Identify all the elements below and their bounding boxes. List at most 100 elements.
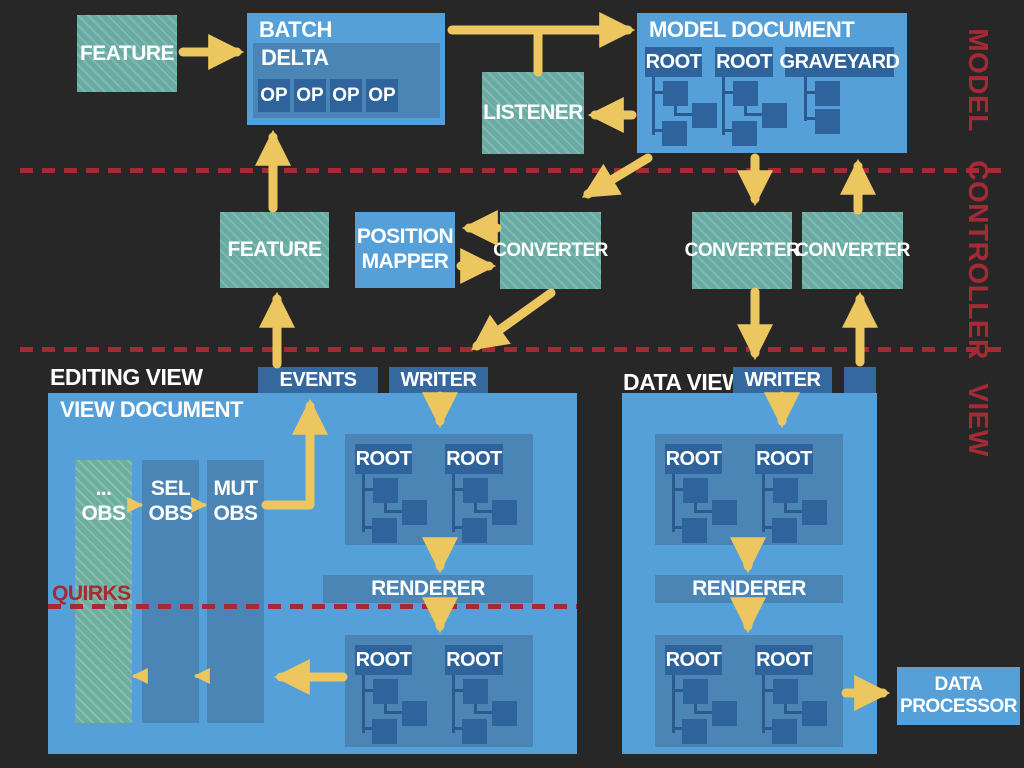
- node-tree: [797, 77, 877, 147]
- tree-connector: [674, 106, 677, 116]
- tree-connector: [762, 675, 765, 733]
- tree-node: [802, 701, 827, 726]
- editing-renderer-box: RENDERER: [323, 575, 533, 603]
- tree-node: [373, 679, 398, 704]
- tree-connector: [452, 474, 455, 532]
- node-tree: [665, 675, 745, 745]
- tree-node: [773, 478, 798, 503]
- node-tree: [755, 474, 835, 544]
- lane-label-view: VIEW: [963, 383, 994, 457]
- position-mapper-box: POSITION MAPPER: [355, 212, 455, 288]
- tree-node: [682, 719, 707, 744]
- tree-connector: [384, 704, 387, 714]
- tree-connector: [672, 689, 683, 692]
- tree-node: [662, 121, 687, 146]
- listener-box: LISTENER: [482, 72, 584, 154]
- tree-connector: [474, 704, 477, 714]
- tree-connector: [722, 77, 725, 135]
- tree-node: [462, 719, 487, 744]
- tree-node: [372, 719, 397, 744]
- tree-connector: [452, 727, 463, 730]
- tree-connector: [784, 704, 787, 714]
- root-label: ROOT: [755, 444, 813, 474]
- tree-connector: [784, 503, 787, 513]
- tree-node: [815, 81, 840, 106]
- tree-node: [802, 500, 827, 525]
- data-upper-roots-container: ROOT ROOT: [655, 434, 843, 545]
- tree-node: [712, 500, 737, 525]
- tree-connector: [452, 675, 455, 733]
- tree-connector: [694, 510, 713, 513]
- tree-node: [492, 701, 517, 726]
- tree-connector: [452, 689, 463, 692]
- model-root-label: ROOT: [645, 47, 702, 77]
- node-tree: [755, 675, 835, 745]
- observer-column-obs: ... OBS: [75, 460, 132, 723]
- tree-connector: [672, 526, 683, 529]
- batch-box: BATCH DELTA OP OP OP OP: [247, 13, 445, 125]
- tree-node: [772, 518, 797, 543]
- tree-node: [682, 518, 707, 543]
- model-root-label: ROOT: [715, 47, 773, 77]
- tree-connector: [722, 91, 733, 94]
- editing-view-heading: EDITING VIEW: [50, 364, 203, 390]
- root-label: ROOT: [445, 444, 503, 474]
- tree-connector: [474, 711, 493, 714]
- tree-node: [402, 701, 427, 726]
- tree-node: [373, 478, 398, 503]
- node-tree: [665, 474, 745, 544]
- tree-connector: [362, 526, 373, 529]
- view-document-title: VIEW DOCUMENT: [60, 397, 243, 422]
- tree-connector: [652, 77, 655, 135]
- controller-view-divider: [20, 347, 1008, 352]
- tree-connector: [762, 727, 773, 730]
- tree-node: [762, 103, 787, 128]
- data-renderer-box: RENDERER: [655, 575, 843, 603]
- tree-connector: [474, 503, 477, 513]
- data-processor-box: DATA PROCESSOR: [897, 667, 1020, 725]
- tree-connector: [384, 711, 403, 714]
- model-controller-divider: [20, 168, 1008, 173]
- tree-node: [463, 679, 488, 704]
- op-box: OP: [330, 79, 362, 112]
- root-label: ROOT: [665, 645, 722, 675]
- node-tree: [645, 77, 725, 147]
- batch-title: BATCH: [259, 17, 332, 42]
- tree-connector: [362, 675, 365, 733]
- tree-node: [773, 679, 798, 704]
- tree-connector: [362, 689, 373, 692]
- node-tree: [445, 675, 525, 745]
- tree-node: [663, 81, 688, 106]
- lane-label-controller: CONTROLLER: [963, 160, 994, 360]
- tree-node: [402, 500, 427, 525]
- tree-connector: [762, 488, 773, 491]
- data-view-heading: DATA VIEW: [623, 369, 744, 395]
- tree-connector: [474, 510, 493, 513]
- root-label: ROOT: [445, 645, 503, 675]
- op-box: OP: [294, 79, 326, 112]
- controller-feature-box: FEATURE: [220, 212, 329, 288]
- events-tab: EVENTS: [258, 367, 378, 393]
- tree-connector: [672, 474, 675, 532]
- observer-column-mut-obs: MUT OBS: [207, 460, 264, 723]
- tree-connector: [694, 704, 697, 714]
- tree-connector: [804, 77, 807, 121]
- tree-connector: [804, 91, 815, 94]
- op-box: OP: [258, 79, 290, 112]
- tree-node: [462, 518, 487, 543]
- tree-node: [815, 109, 840, 134]
- tree-connector: [384, 503, 387, 513]
- tree-node: [732, 121, 757, 146]
- tree-connector: [722, 129, 733, 132]
- tree-node: [692, 103, 717, 128]
- editing-upper-roots-container: ROOT ROOT: [345, 434, 533, 545]
- tree-node: [733, 81, 758, 106]
- tree-connector: [384, 510, 403, 513]
- root-label: ROOT: [665, 444, 722, 474]
- data-small-tab: [844, 367, 876, 393]
- tree-node: [683, 679, 708, 704]
- model-graveyard-label: GRAVEYARD: [780, 47, 900, 77]
- root-label: ROOT: [355, 645, 412, 675]
- node-tree: [445, 474, 525, 544]
